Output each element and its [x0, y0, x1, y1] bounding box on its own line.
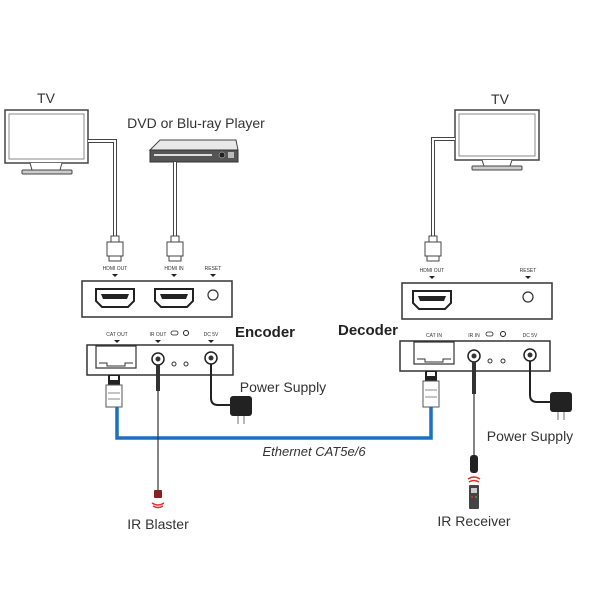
hdmi-cable-tv-right	[424, 137, 455, 262]
port-label-decoder-dc-5v: DC 5V	[523, 333, 538, 339]
ethernet-cable	[115, 407, 433, 440]
tv-right-label: TV	[491, 91, 510, 107]
dvd-player: DVD or Blu-ray Player	[127, 115, 265, 163]
decoder-rj45-plug	[422, 371, 440, 408]
hdmi-cable-tv-left	[88, 139, 124, 262]
rj45-port-icon	[95, 345, 137, 369]
port-label-ir-in: IR IN	[468, 333, 480, 339]
decoder-label: Decoder	[338, 322, 398, 339]
ethernet-cable-label: Ethernet CAT5e/6	[262, 444, 366, 459]
port-label-reset: RESET	[205, 266, 222, 272]
decoder-front-panel: HDMI OUT RESET	[401, 268, 553, 320]
decoder-ir-symbol-icon	[485, 331, 494, 337]
ir-symbol-icon	[170, 330, 179, 336]
tv-left-label: TV	[37, 90, 56, 106]
ir-blaster-label: IR Blaster	[127, 516, 189, 532]
port-label-cat-in: CAT IN	[426, 333, 442, 339]
tv-right: TV	[454, 91, 540, 171]
decoder-power-adapter-icon	[550, 392, 572, 412]
encoder-rj45-plug	[105, 375, 123, 408]
power-supply-left-label: Power Supply	[240, 379, 326, 395]
encoder-power-supply: Power Supply	[210, 364, 326, 424]
tv-left: TV	[4, 90, 89, 175]
ir-blaster-cable: IR Blaster	[127, 365, 189, 532]
hdmi-cable-dvd	[166, 162, 184, 262]
port-label-cat-out: CAT OUT	[106, 332, 127, 338]
encoder-back-panel: Encoder CAT OUT IR OUT DC 5V	[86, 324, 295, 376]
ir-receiver-cable: IR Receiver	[437, 362, 511, 529]
port-label-hdmi-in: HDMI IN	[164, 266, 184, 272]
port-label-dc-5v: DC 5V	[204, 332, 219, 338]
decoder-power-supply: Power Supply	[487, 361, 573, 444]
port-label-ir-out: IR OUT	[150, 332, 167, 338]
port-label-decoder-reset: RESET	[520, 268, 537, 274]
decoder-rj45-port-icon	[413, 341, 455, 365]
ir-receiver-icon	[470, 455, 478, 473]
encoder-front-panel: HDMI OUT HDMI IN RESET	[81, 266, 233, 318]
port-label-hdmi-out: HDMI OUT	[103, 266, 128, 272]
source-label: DVD or Blu-ray Player	[127, 115, 265, 131]
reset-button-icon	[207, 289, 219, 301]
port-label-decoder-hdmi-out: HDMI OUT	[420, 268, 445, 274]
power-symbol-icon	[183, 330, 189, 336]
encoder-label: Encoder	[235, 324, 295, 341]
power-adapter-icon	[230, 396, 252, 416]
decoder-power-symbol-icon	[500, 331, 506, 337]
ir-blaster-icon	[154, 490, 162, 498]
power-supply-right-label: Power Supply	[487, 428, 573, 444]
decoder-reset-button-icon	[522, 291, 534, 303]
ir-receiver-label: IR Receiver	[437, 513, 510, 529]
decoder-back-panel: Decoder CAT IN IR IN DC 5V	[338, 322, 551, 372]
